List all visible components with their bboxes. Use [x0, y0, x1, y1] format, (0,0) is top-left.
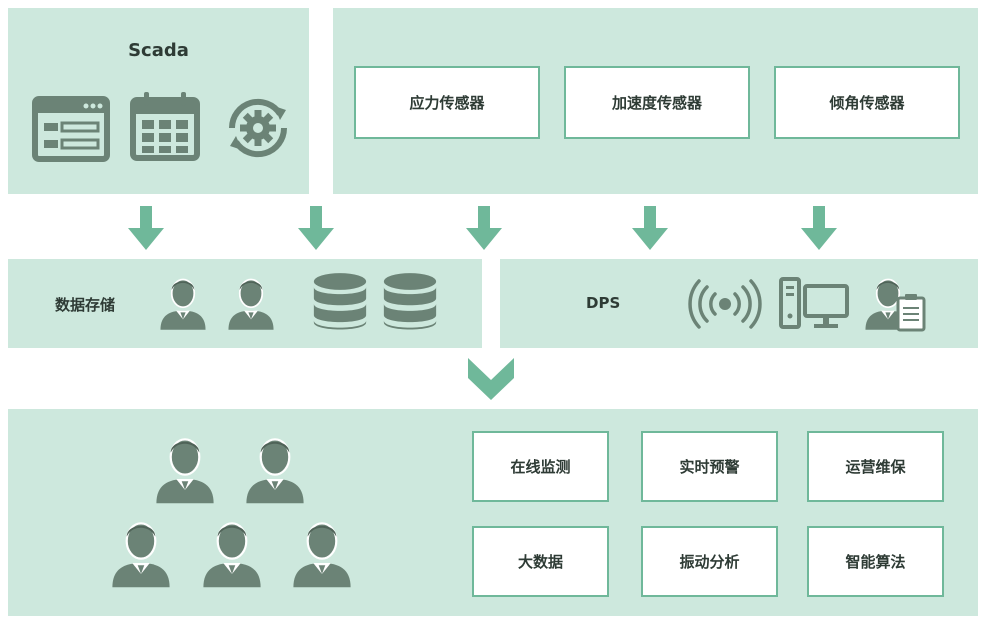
storage-label: 数据存储 [55, 296, 116, 314]
scada-title: Scada [128, 40, 189, 61]
user-icon [157, 272, 209, 332]
dps-label: DPS [586, 294, 621, 312]
sensor-box-stress: 应力传感器 [354, 66, 540, 139]
down-arrow-icon [632, 206, 668, 250]
down-arrow-icon [128, 206, 164, 250]
user-icon [242, 430, 308, 506]
sensor-box-acceleration: 加速度传感器 [564, 66, 750, 139]
sensor-box-tilt: 倾角传感器 [774, 66, 960, 139]
service-box-operations-maintenance: 运营维保 [807, 431, 944, 502]
browser-window-icon [32, 96, 110, 162]
down-arrow-icon [298, 206, 334, 250]
database-icon [382, 272, 438, 332]
down-arrow-icon [466, 206, 502, 250]
user-icon [199, 514, 265, 590]
database-icon [312, 272, 368, 332]
user-icon [108, 514, 174, 590]
service-box-big-data: 大数据 [472, 526, 609, 597]
user-icon [289, 514, 355, 590]
service-box-intelligent-algorithm: 智能算法 [807, 526, 944, 597]
user-icon [152, 430, 218, 506]
chevron-down-icon [468, 358, 514, 400]
gear-sync-icon [228, 98, 288, 158]
desktop-computer-icon [779, 277, 849, 329]
user-icon [225, 272, 277, 332]
wireless-signal-icon [688, 279, 762, 329]
service-box-realtime-alert: 实时预警 [641, 431, 778, 502]
down-arrow-icon [801, 206, 837, 250]
calendar-icon [130, 92, 200, 161]
service-box-vibration-analysis: 振动分析 [641, 526, 778, 597]
user-report-icon [864, 278, 926, 332]
service-box-online-monitoring: 在线监测 [472, 431, 609, 502]
